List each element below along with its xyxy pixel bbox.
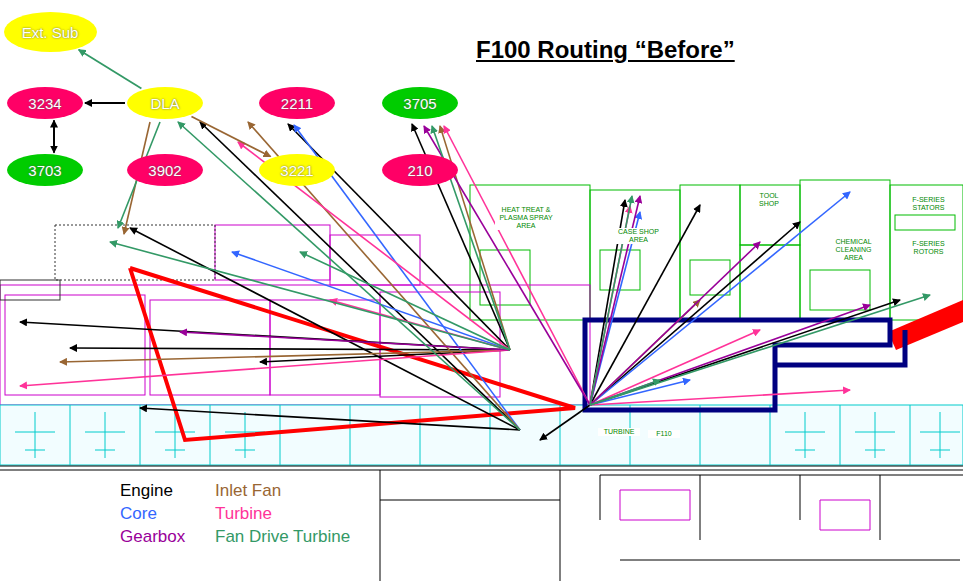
area-label: HEAT TREAT & PLASMA SPRAY AREA (495, 206, 557, 230)
ellipse-node: 3221 (259, 154, 335, 186)
legend-text: Core (120, 504, 157, 523)
ellipse-fill (127, 87, 203, 119)
node-label: 2211 (281, 95, 313, 112)
ellipse-node: 2211 (259, 87, 335, 119)
wall (0, 466, 963, 581)
aircraft (15, 412, 960, 458)
ellipse-node: 3705 (382, 87, 458, 119)
area-label: F-SERIES STATORS (900, 196, 957, 212)
ellipse-fill (382, 87, 458, 119)
routing-arrows (20, 122, 930, 440)
node-label: Ext. Sub (22, 24, 79, 41)
legend-entry: Inlet Fan (213, 481, 283, 501)
route-arrow (232, 252, 510, 350)
route-arrow (180, 332, 510, 350)
area-label: F-SERIES ROTORS (900, 240, 957, 256)
room (740, 185, 800, 245)
green-rooms (470, 180, 963, 320)
ellipse-fill (259, 87, 335, 119)
legend-entry: Core (118, 504, 159, 524)
room (590, 190, 680, 320)
route-arrow (200, 122, 520, 430)
route-arrow (178, 122, 520, 430)
connector-arrow (192, 117, 271, 157)
room (55, 225, 215, 280)
room (810, 270, 870, 310)
upper-left-rooms (0, 225, 215, 300)
legend-text: Gearbox (120, 527, 185, 546)
ellipse-fill (4, 12, 97, 52)
wall (620, 490, 870, 530)
legend-entry: Turbine (213, 504, 274, 524)
room (800, 180, 890, 320)
ellipse-node: Ext. Sub (4, 12, 97, 52)
route-bar (888, 300, 963, 350)
ellipse-node: DLA (127, 87, 203, 119)
diagram-title: F100 Routing “Before” (473, 36, 738, 64)
route-arrow (70, 348, 510, 350)
ellipse-fill (127, 154, 203, 186)
connector-arrow (79, 50, 142, 89)
route-arrow (590, 380, 660, 405)
route-arrow (590, 305, 870, 405)
node-label: 210 (407, 162, 432, 179)
node-label: 3234 (28, 95, 61, 112)
room (270, 300, 380, 395)
connector-arrow (53, 121, 55, 153)
room (5, 295, 145, 395)
route-arrow (110, 242, 510, 350)
area-label: F110 (648, 430, 680, 438)
ellipse-node: 3902 (127, 154, 203, 186)
room (895, 215, 955, 230)
room (0, 280, 60, 300)
ellipse-fill (7, 154, 83, 186)
ellipse-node: 3703 (7, 154, 83, 186)
area-label: TURBINE (598, 428, 640, 436)
node-label: DLA (150, 95, 179, 112)
node-label: 3221 (280, 162, 313, 179)
building-lines (0, 466, 963, 581)
legend-text: Inlet Fan (215, 481, 281, 500)
room (740, 245, 800, 320)
legend-text: Turbine (215, 504, 272, 523)
route-arrow (590, 192, 850, 405)
route-arrow (300, 252, 510, 350)
node-label: 3703 (28, 162, 61, 179)
legend-entry: Fan Drive Turbine (213, 527, 352, 547)
room (0, 285, 590, 405)
route-arrow (440, 126, 510, 350)
ellipse-node: 3234 (7, 87, 83, 119)
legend-text: Engine (120, 481, 173, 500)
connector-arrow (53, 121, 55, 153)
legend-entry: Engine (118, 481, 175, 501)
area-label: CHEMICAL CLEANING AREA (825, 238, 882, 262)
route-arrow (130, 228, 520, 430)
node-label: 3902 (148, 162, 181, 179)
route-arrow (540, 405, 590, 440)
legend-entry: Gearbox (118, 527, 187, 547)
room (890, 185, 963, 320)
magenta-rooms (0, 225, 590, 405)
route-arrow (248, 122, 520, 430)
route-arrow (590, 330, 760, 405)
route-arrow (590, 242, 760, 405)
ellipse-fill (382, 154, 458, 186)
area-label: TOOL SHOP (748, 192, 790, 208)
route-arrow (140, 408, 520, 430)
connector-arrow (85, 102, 125, 104)
legend-text: Fan Drive Turbine (215, 527, 350, 546)
ellipse-node: 210 (382, 154, 458, 186)
ellipse-fill (7, 87, 83, 119)
node-label: 3705 (403, 95, 436, 112)
area-label: CASE SHOP AREA (615, 228, 662, 244)
ellipse-fill (259, 154, 335, 186)
route-arrow (590, 295, 930, 405)
red-route (130, 268, 963, 440)
route-arrow (444, 126, 590, 405)
